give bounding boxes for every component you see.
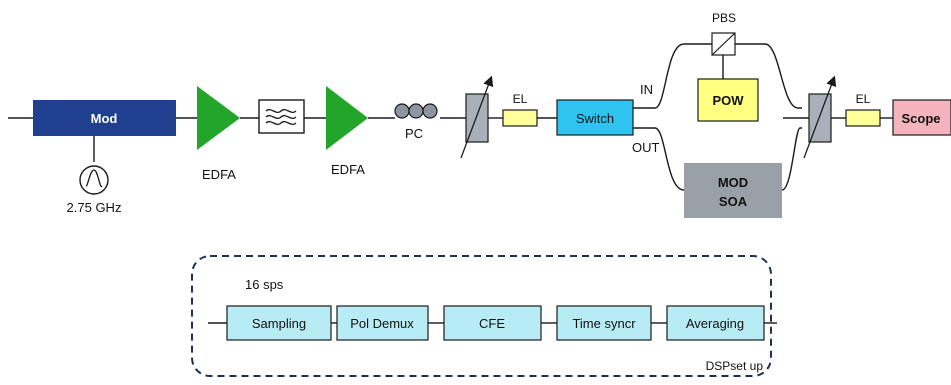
pc-label: PC [405,126,423,141]
amplifier-icon [197,86,240,150]
mod-soa-line2: SOA [719,194,748,209]
beam-splitter-icon [711,32,736,56]
edfa-1-label: EDFA [202,167,236,182]
dsp-dashed-frame [191,255,772,377]
dsp-block-label: Time syncr [572,316,636,331]
optical-filter [258,99,305,134]
dsp-block-label: Averaging [686,316,744,331]
el-2: EL [845,92,881,127]
edfa-1: EDFA [197,86,240,182]
dsp-rate-label: 16 sps [245,277,284,292]
adjust-arrow-icon [460,75,494,159]
amplifier-icon [326,86,368,150]
switch-label: Switch [576,111,614,126]
dsp-caption: DSPset up [706,359,764,373]
scope-label: Scope [901,111,940,126]
edfa-2: EDFA [326,86,368,177]
modulator-label: Mod [91,111,118,126]
switch: Switch [556,99,634,136]
pbs: PBS [711,11,736,56]
dsp-setup: 16 sps Sampling Pol Demux CFE Time syncr… [191,255,777,377]
out-port-label: OUT [632,140,660,155]
variable-attenuator-1 [460,75,494,159]
variable-attenuator-2 [803,75,837,159]
dsp-block: Averaging [666,305,765,341]
rf-source: 2.75 GHz [67,136,122,215]
adjust-arrow-icon [803,75,837,159]
pc-paddle-icon [394,103,410,119]
in-port-label: IN [640,82,653,97]
pbs-label: PBS [712,11,736,25]
dsp-block: Pol Demux [336,305,429,341]
dsp-block-label: Pol Demux [350,316,414,331]
dsp-block: CFE [443,305,542,341]
filter-icon [265,108,297,126]
scope: Scope [892,99,951,136]
mod-soa: MOD SOA [684,163,782,218]
modulator: Mod [33,100,176,136]
edfa-2-label: EDFA [331,162,365,177]
pc-paddle-icon [408,103,424,119]
el-2-label: EL [856,92,871,106]
el-1-label: EL [513,92,528,106]
dsp-block-label: Sampling [252,316,306,331]
rf-frequency-label: 2.75 GHz [67,200,122,215]
power-meter: POW [697,78,759,122]
pc-paddle-icon [422,103,438,119]
dsp-block: Time syncr [556,305,652,341]
pow-label: POW [712,93,744,108]
polarization-controller: PC [394,103,438,141]
dsp-block-label: CFE [479,316,505,331]
switch-branches: IN OUT [632,43,802,191]
mod-soa-line1: MOD [718,175,748,190]
el-1: EL [502,92,538,127]
dsp-block: Sampling [226,305,332,341]
